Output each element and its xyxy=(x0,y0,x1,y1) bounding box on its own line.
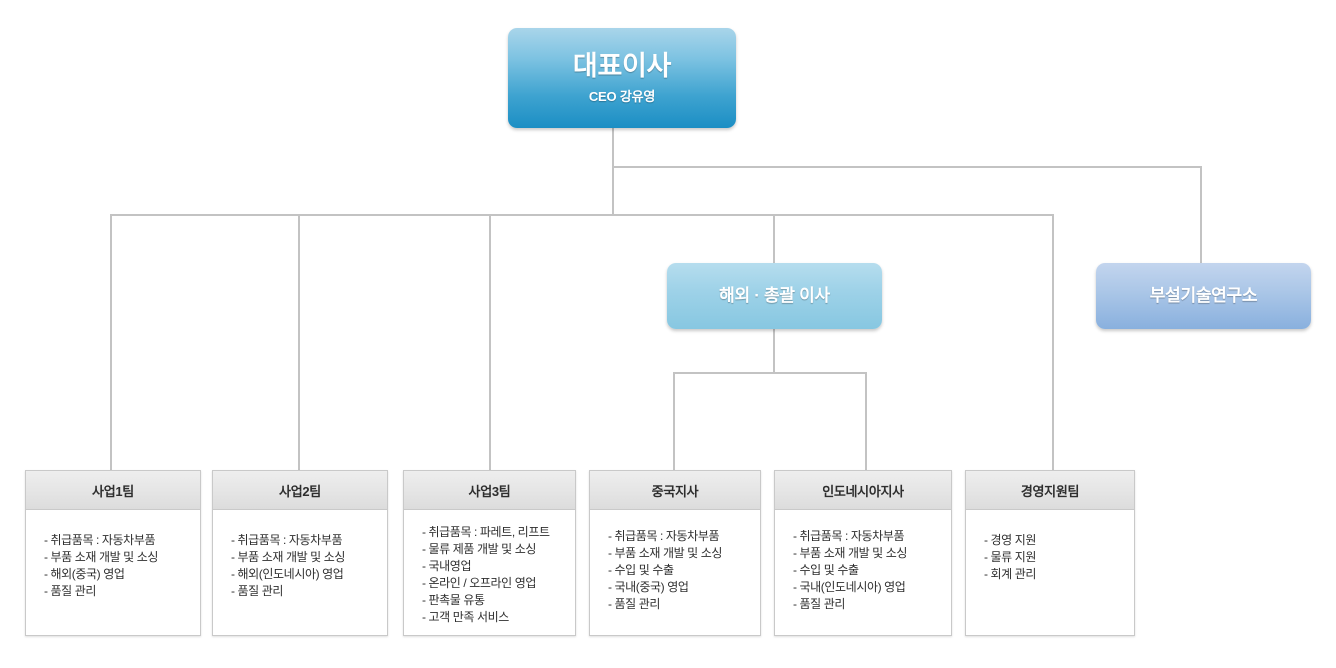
connector-bus-overseas xyxy=(673,372,867,374)
department-item: - 온라인 / 오프라인 영업 xyxy=(422,576,537,590)
department-item: - 수입 및 수출 xyxy=(793,563,859,577)
connector-drop-research xyxy=(1200,166,1202,265)
connector-overseas-trunk xyxy=(773,329,775,373)
connector-drop-dept-5 xyxy=(1052,214,1054,472)
department-item: - 회계 관리 xyxy=(984,567,1037,581)
node-department-title: 사업1팀 xyxy=(26,471,200,510)
node-department-title: 사업3팀 xyxy=(404,471,575,510)
department-item: - 부품 소재 개발 및 소싱 xyxy=(608,546,723,560)
node-department-body: - 취급품목 : 자동차부품 - 부품 소재 개발 및 소싱 - 수입 및 수출… xyxy=(775,510,951,635)
department-item: - 취급품목 : 자동차부품 xyxy=(793,529,905,543)
node-overseas-director[interactable]: 해외 · 총괄 이사 xyxy=(667,263,882,329)
node-department-body: - 취급품목 : 파레트, 리프트 - 물류 제품 개발 및 소싱 - 국내영업… xyxy=(404,510,575,635)
node-department[interactable]: 사업3팀 - 취급품목 : 파레트, 리프트 - 물류 제품 개발 및 소싱 -… xyxy=(403,470,576,636)
connector-drop-dept-4 xyxy=(865,372,867,472)
department-item: - 경영 지원 xyxy=(984,533,1037,547)
node-ceo-subtitle: CEO 강유영 xyxy=(588,89,656,105)
department-item: - 해외(인도네시아) 영업 xyxy=(231,567,344,581)
department-item: - 취급품목 : 자동차부품 xyxy=(44,533,156,547)
node-department-body: - 경영 지원 - 물류 지원 - 회계 관리 xyxy=(966,510,1134,635)
department-item: - 취급품목 : 자동차부품 xyxy=(608,529,720,543)
node-department-body: - 취급품목 : 자동차부품 - 부품 소재 개발 및 소싱 - 해외(인도네시… xyxy=(213,510,387,635)
node-department-body: - 취급품목 : 자동차부품 - 부품 소재 개발 및 소싱 - 수입 및 수출… xyxy=(590,510,760,635)
connector-mid-trunk xyxy=(612,166,614,216)
department-item: - 부품 소재 개발 및 소싱 xyxy=(231,550,346,564)
department-item: - 해외(중국) 영업 xyxy=(44,567,125,581)
node-department-title: 사업2팀 xyxy=(213,471,387,510)
node-department[interactable]: 사업1팀 - 취급품목 : 자동차부품 - 부품 소재 개발 및 소싱 - 해외… xyxy=(25,470,201,636)
node-research-institute-title: 부설기술연구소 xyxy=(1149,286,1258,306)
department-item: - 수입 및 수출 xyxy=(608,563,674,577)
department-item: - 품질 관리 xyxy=(231,584,284,598)
node-department[interactable]: 경영지원팀 - 경영 지원 - 물류 지원 - 회계 관리 xyxy=(965,470,1135,636)
department-item: - 부품 소재 개발 및 소싱 xyxy=(793,546,908,560)
node-ceo[interactable]: 대표이사 CEO 강유영 xyxy=(508,28,736,128)
connector-bus-research xyxy=(612,166,1202,168)
node-department[interactable]: 중국지사 - 취급품목 : 자동차부품 - 부품 소재 개발 및 소싱 - 수입… xyxy=(589,470,761,636)
department-item: - 국내(중국) 영업 xyxy=(608,580,689,594)
node-research-institute[interactable]: 부설기술연구소 xyxy=(1096,263,1311,329)
department-item: - 취급품목 : 자동차부품 xyxy=(231,533,343,547)
department-item: - 국내(인도네시아) 영업 xyxy=(793,580,906,594)
department-item: - 물류 제품 개발 및 소싱 xyxy=(422,542,537,556)
node-ceo-title: 대표이사 xyxy=(572,50,672,81)
node-department[interactable]: 인도네시아지사 - 취급품목 : 자동차부품 - 부품 소재 개발 및 소싱 -… xyxy=(774,470,952,636)
department-item: - 품질 관리 xyxy=(608,597,661,611)
department-item: - 부품 소재 개발 및 소싱 xyxy=(44,550,159,564)
node-department-title: 중국지사 xyxy=(590,471,760,510)
department-item: - 취급품목 : 파레트, 리프트 xyxy=(422,525,550,539)
department-item: - 고객 만족 서비스 xyxy=(422,610,509,624)
connector-drop-dept-3 xyxy=(673,372,675,472)
node-overseas-director-title: 해외 · 총괄 이사 xyxy=(719,286,830,306)
connector-ceo-trunk xyxy=(612,128,614,168)
node-department-title: 경영지원팀 xyxy=(966,471,1134,510)
connector-drop-overseas xyxy=(773,214,775,265)
department-item: - 품질 관리 xyxy=(44,584,97,598)
node-department-title: 인도네시아지사 xyxy=(775,471,951,510)
department-item: - 국내영업 xyxy=(422,559,472,573)
connector-drop-dept-0 xyxy=(110,214,112,472)
department-item: - 판촉물 유통 xyxy=(422,593,485,607)
department-item: - 물류 지원 xyxy=(984,550,1037,564)
department-item: - 품질 관리 xyxy=(793,597,846,611)
connector-drop-dept-2 xyxy=(489,214,491,472)
node-department-body: - 취급품목 : 자동차부품 - 부품 소재 개발 및 소싱 - 해외(중국) … xyxy=(26,510,200,635)
node-department[interactable]: 사업2팀 - 취급품목 : 자동차부품 - 부품 소재 개발 및 소싱 - 해외… xyxy=(212,470,388,636)
connector-drop-dept-1 xyxy=(298,214,300,472)
connector-bus-main xyxy=(110,214,1054,216)
